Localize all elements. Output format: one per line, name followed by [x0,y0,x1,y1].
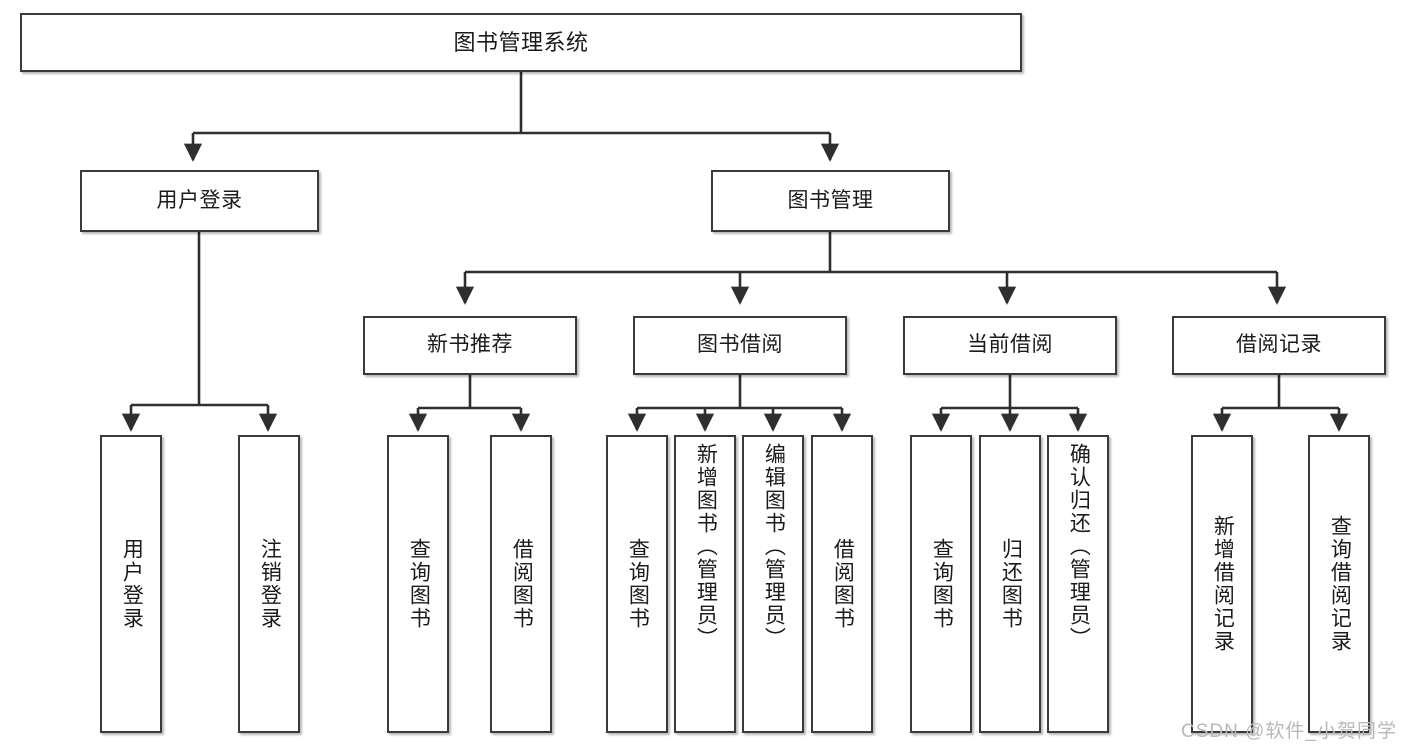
leaf-borrow-book[interactable]: 借阅图书 [811,435,873,733]
node-label: 查询图书 [407,538,431,630]
node-label: 查询借阅记录 [1328,515,1352,653]
leaf-edit-book[interactable]: 编辑图书（管理员） [742,435,804,733]
node-borrow-record[interactable]: 借阅记录 [1172,316,1386,375]
node-label: 归还图书 [999,538,1023,630]
node-label: 编辑图书（管理员） [762,443,786,650]
node-current-borrow[interactable]: 当前借阅 [903,316,1117,375]
node-label: 查询图书 [930,538,954,630]
leaf-logout-login[interactable]: 注销登录 [238,435,300,733]
node-label: 用户登录 [156,188,243,212]
leaf-user-login[interactable]: 用户登录 [100,435,162,733]
node-label: 新书推荐 [427,333,513,357]
node-new-book-recommend[interactable]: 新书推荐 [363,316,577,375]
node-book-management-system[interactable]: 图书管理系统 [20,13,1022,72]
node-label: 图书管理系统 [453,29,589,55]
leaf-query-book-borrow[interactable]: 查询图书 [606,435,668,733]
leaf-borrow-book-recommend[interactable]: 借阅图书 [490,435,552,733]
node-book-management[interactable]: 图书管理 [711,170,950,232]
leaf-confirm-return[interactable]: 确认归还（管理员） [1047,435,1109,733]
node-label: 图书管理 [787,188,874,212]
node-label: 注销登录 [258,538,282,630]
leaf-query-book-recommend[interactable]: 查询图书 [387,435,449,733]
node-book-borrow[interactable]: 图书借阅 [633,316,847,375]
node-label: 查询图书 [626,538,650,630]
node-label: 新增图书（管理员） [694,443,718,650]
csdn-watermark: CSDN @软件_小贺同学 [1181,721,1397,742]
leaf-add-book[interactable]: 新增图书（管理员） [674,435,736,733]
node-user-login[interactable]: 用户登录 [80,170,319,232]
node-label: 新增借阅记录 [1211,515,1235,653]
node-label: 确认归还（管理员） [1067,443,1091,650]
node-label: 用户登录 [120,538,144,630]
leaf-query-book-current[interactable]: 查询图书 [910,435,972,733]
node-label: 借阅记录 [1236,333,1322,357]
node-label: 借阅图书 [831,538,855,630]
node-label: 借阅图书 [510,538,534,630]
leaf-query-borrow-record[interactable]: 查询借阅记录 [1308,435,1370,733]
node-label: 当前借阅 [967,333,1053,357]
leaf-add-borrow-record[interactable]: 新增借阅记录 [1191,435,1253,733]
node-label: 图书借阅 [697,333,783,357]
leaf-return-book[interactable]: 归还图书 [979,435,1041,733]
